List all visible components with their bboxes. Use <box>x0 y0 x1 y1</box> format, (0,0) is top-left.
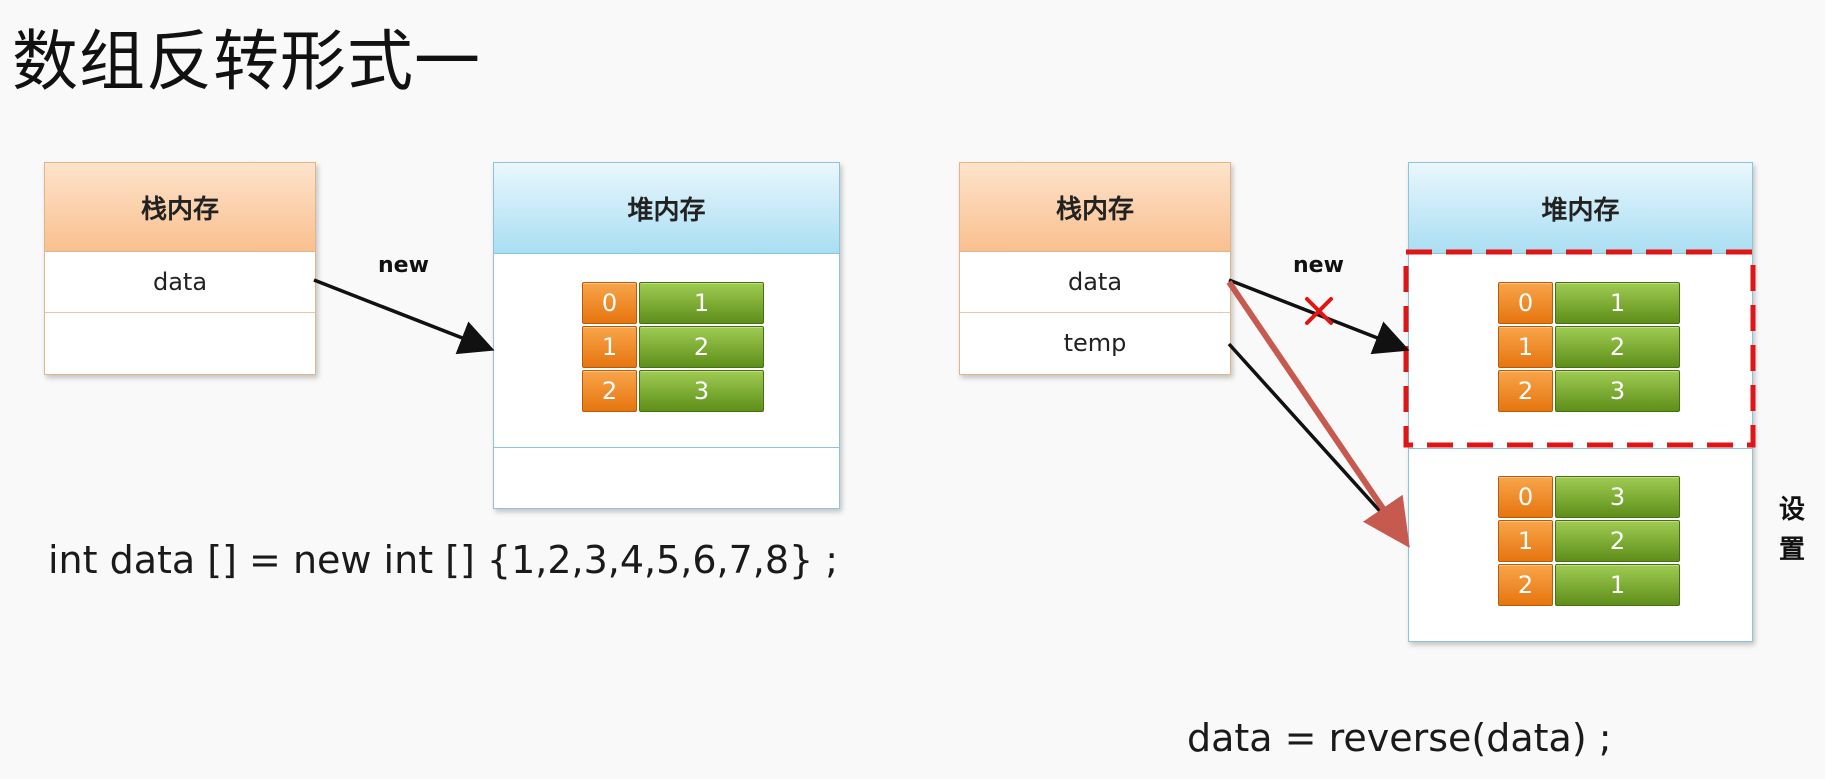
left-heap-memory-box: 堆内存 <box>493 162 840 509</box>
left-array-index-cell: 1 <box>582 326 637 368</box>
right-old-value-cell: 3 <box>1555 370 1680 412</box>
right-stack-row-data: data <box>960 252 1230 313</box>
left-code-line: int data [] = new int [] {1,2,3,4,5,6,7,… <box>48 538 839 582</box>
left-stack-row-data: data <box>45 252 315 313</box>
right-old-array-row: 0 1 <box>1498 282 1680 326</box>
right-new-array-row: 1 2 <box>1498 520 1680 564</box>
right-new-index-cell: 1 <box>1498 520 1553 562</box>
right-stack-memory-box: 栈内存 data temp <box>959 162 1231 375</box>
left-array-row: 0 1 <box>582 282 764 326</box>
right-old-index-cell: 1 <box>1498 326 1553 368</box>
right-new-array-row: 0 3 <box>1498 476 1680 520</box>
right-heap-divider <box>1409 448 1752 449</box>
old-array-dashed-highlight <box>1403 249 1756 448</box>
right-new-value-cell: 2 <box>1555 520 1680 562</box>
left-heap-divider <box>494 447 839 448</box>
right-new-index-cell: 0 <box>1498 476 1553 518</box>
set-side-label: 设置 <box>1778 495 1805 565</box>
left-stack-title: 栈内存 <box>45 163 315 252</box>
left-stack-memory-box: 栈内存 data <box>44 162 316 375</box>
right-array-old: 0 1 1 2 2 3 <box>1498 282 1680 414</box>
left-array-value-cell: 2 <box>639 326 764 368</box>
left-array-value-cell: 1 <box>639 282 764 324</box>
right-temp-arrow <box>1227 342 1408 542</box>
right-heap-title: 堆内存 <box>1409 163 1752 254</box>
right-old-value-cell: 2 <box>1555 326 1680 368</box>
right-stack-title: 栈内存 <box>960 163 1230 252</box>
right-new-array-row: 2 1 <box>1498 564 1680 608</box>
left-array-row: 2 3 <box>582 370 764 414</box>
right-new-value-cell: 1 <box>1555 564 1680 606</box>
left-data-arrow <box>313 278 495 355</box>
right-stack-row-temp: temp <box>1063 329 1127 357</box>
right-data-new-arrow <box>1226 280 1410 548</box>
right-code-line: data = reverse(data) ; <box>1187 716 1612 760</box>
right-new-label: new <box>1293 253 1344 278</box>
right-old-array-row: 1 2 <box>1498 326 1680 370</box>
slide-title: 数组反转形式一 <box>12 23 481 100</box>
right-old-array-row: 2 3 <box>1498 370 1680 414</box>
left-array-index-cell: 2 <box>582 370 637 412</box>
right-new-value-cell: 3 <box>1555 476 1680 518</box>
left-new-label: new <box>378 253 429 278</box>
right-old-index-cell: 2 <box>1498 370 1553 412</box>
right-old-value-cell: 1 <box>1555 282 1680 324</box>
left-heap-title: 堆内存 <box>494 163 839 254</box>
cross-icon <box>1305 297 1333 325</box>
left-array-index-cell: 0 <box>582 282 637 324</box>
left-array-value-cell: 3 <box>639 370 764 412</box>
right-heap-memory-box: 堆内存 <box>1408 162 1753 642</box>
right-new-index-cell: 2 <box>1498 564 1553 606</box>
left-array: 0 1 1 2 2 3 <box>582 282 764 414</box>
right-array-new: 0 3 1 2 2 1 <box>1498 476 1680 608</box>
right-old-index-cell: 0 <box>1498 282 1553 324</box>
left-array-row: 1 2 <box>582 326 764 370</box>
